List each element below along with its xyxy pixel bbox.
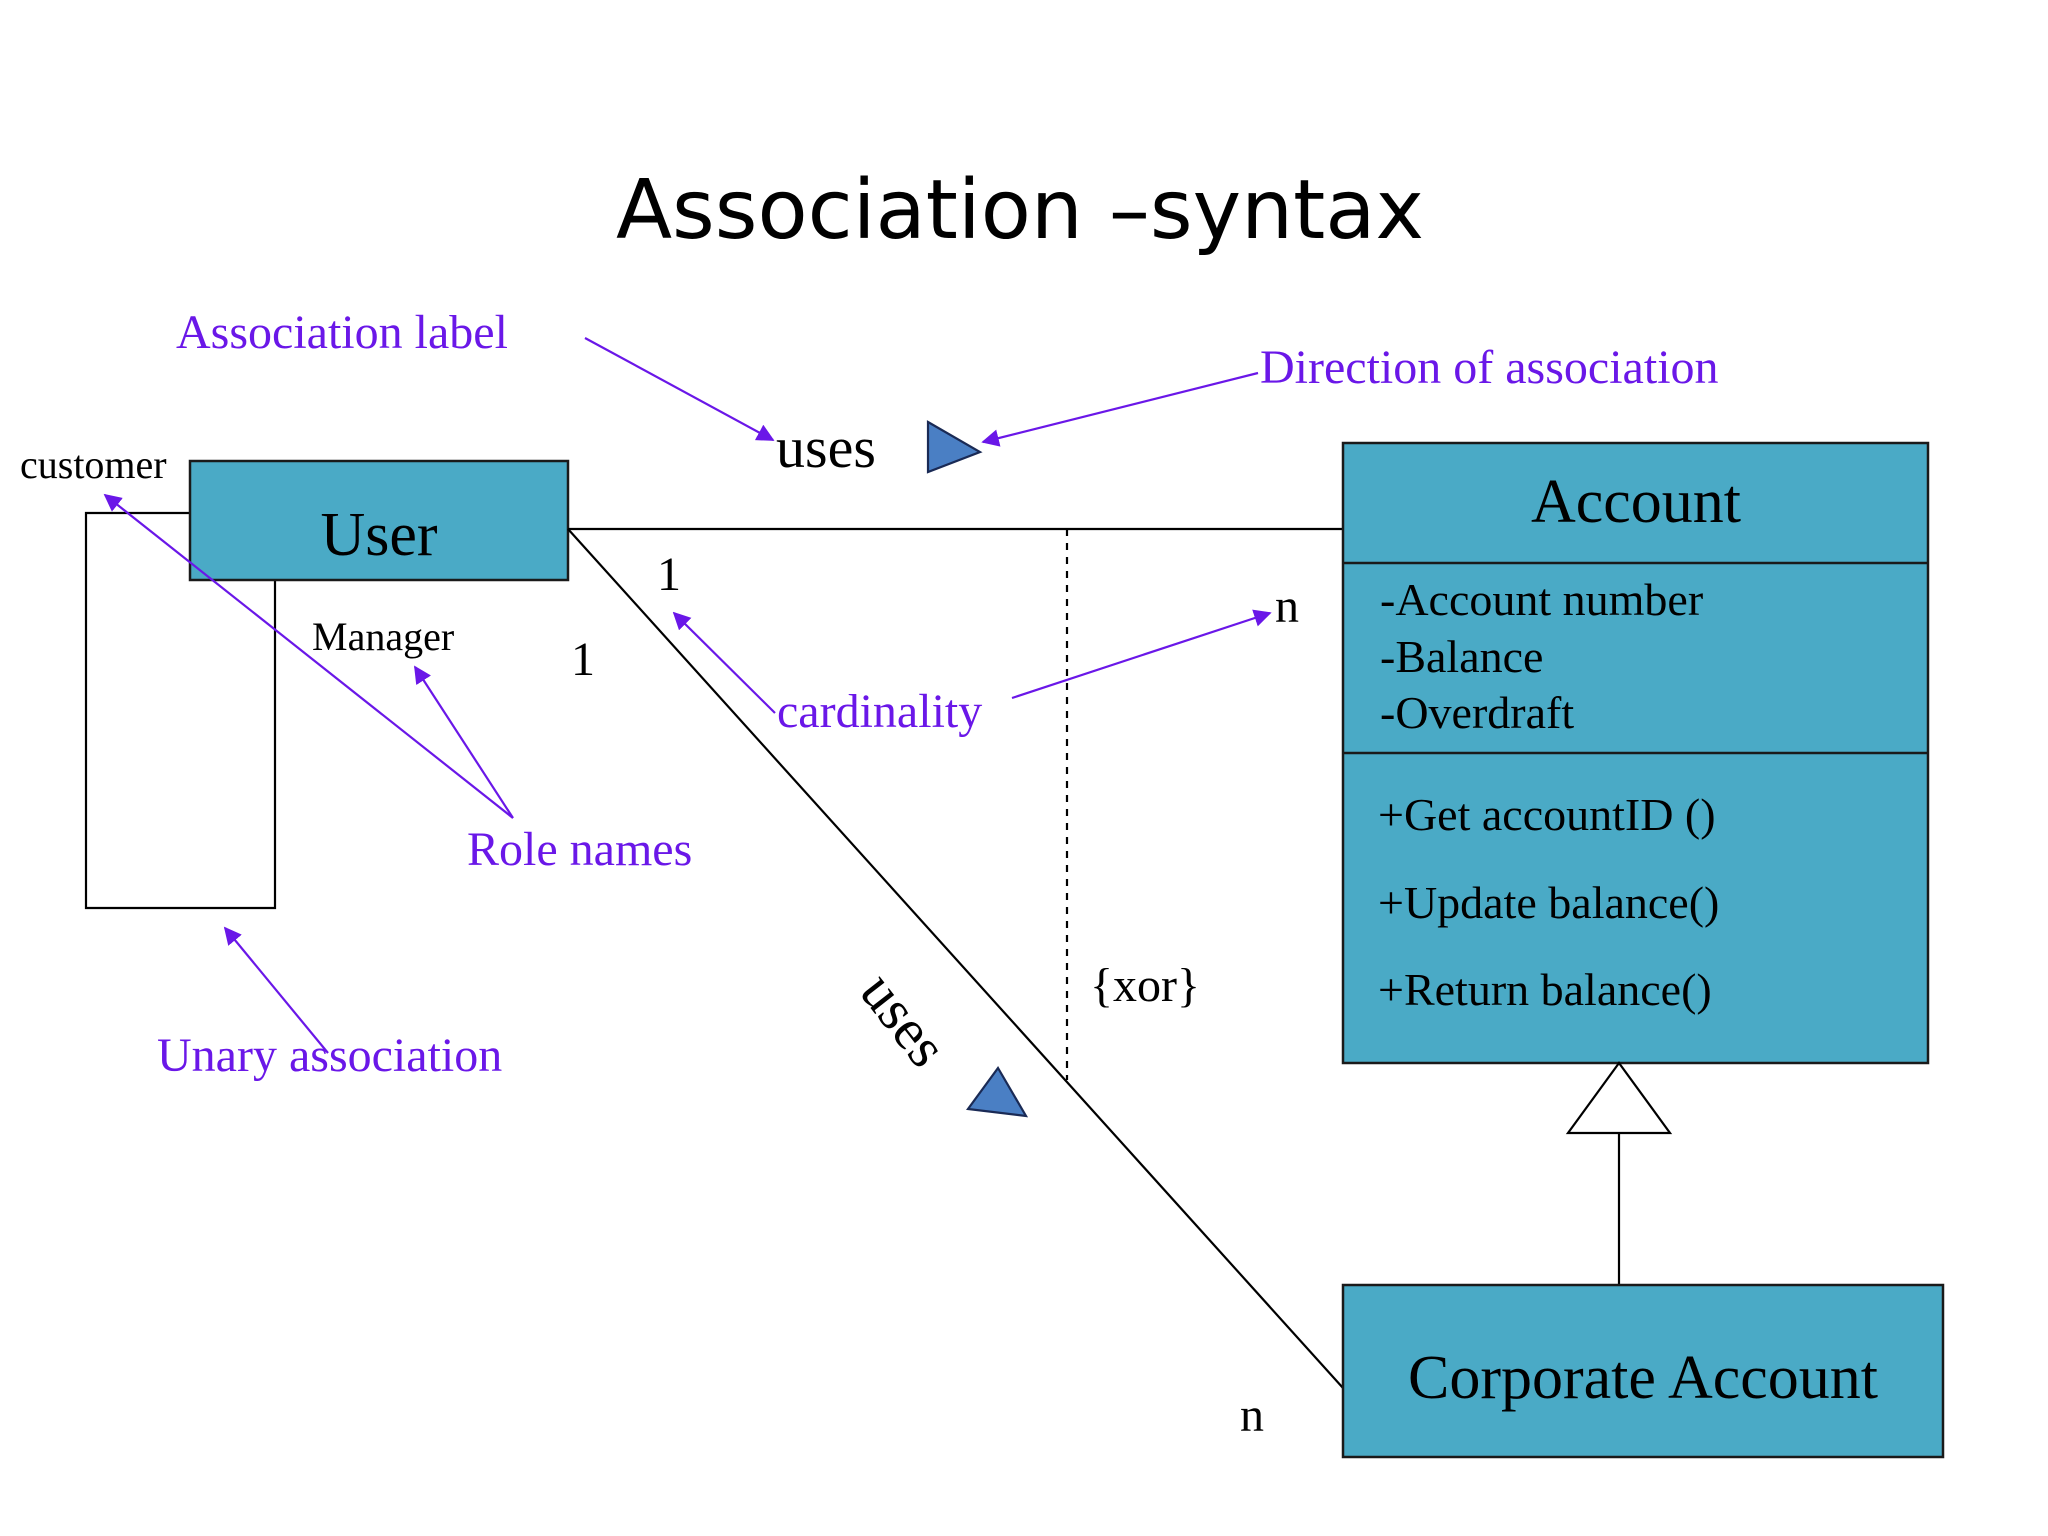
page-title: Association –syntax	[616, 163, 1424, 258]
xor-constraint-label: {xor}	[1090, 959, 1200, 1012]
cardinality-user-top: 1	[657, 548, 681, 601]
account-operation: +Update balance()	[1378, 877, 1719, 928]
generalization-arrowhead	[1565, 1061, 1673, 1135]
arrow-role-customer	[103, 493, 514, 819]
unary-association-line	[84, 511, 277, 910]
user-class-name: User	[320, 501, 437, 569]
arrow-cardinality-n	[1011, 609, 1272, 700]
role-name-customer: customer	[20, 442, 167, 487]
direction-triangle-diagonal	[966, 1065, 1029, 1118]
annotation-unary-association: Unary association	[157, 1029, 502, 1082]
class-corporate-account: Corporate Account	[1341, 1283, 1945, 1459]
cardinality-account: n	[1275, 580, 1299, 633]
association-label-top: uses	[776, 415, 876, 480]
account-operation: +Get accountID ()	[1378, 789, 1716, 840]
user-class-box	[188, 459, 570, 582]
account-attribute: -Account number	[1380, 574, 1703, 625]
arrow-unary-association	[223, 926, 329, 1054]
account-attribute: -Overdraft	[1380, 687, 1574, 738]
association-label-diagonal: uses	[848, 960, 961, 1079]
annotation-association-label: Association label	[176, 306, 508, 359]
cardinality-user-diagonal: 1	[571, 633, 595, 686]
role-name-manager: Manager	[312, 614, 454, 659]
account-attribute: -Balance	[1380, 631, 1543, 682]
class-account: Account -Account number -Balance -Overdr…	[1341, 441, 1930, 1065]
association-line-user-corporate	[567, 528, 1344, 1389]
corporate-account-class-box	[1341, 1283, 1945, 1459]
arrow-direction	[981, 371, 1259, 447]
annotation-cardinality: cardinality	[777, 685, 982, 738]
cardinality-corporate: n	[1240, 1389, 1264, 1442]
direction-triangle-top	[926, 420, 983, 474]
corporate-account-class-name: Corporate Account	[1408, 1344, 1878, 1412]
arrow-role-manager	[414, 665, 514, 819]
arrow-association-label	[584, 337, 775, 441]
annotation-role-names: Role names	[467, 823, 692, 876]
account-class-name: Account	[1531, 468, 1741, 536]
annotation-direction: Direction of association	[1260, 341, 1719, 394]
class-user: User	[188, 459, 570, 582]
account-operation: +Return balance()	[1378, 964, 1712, 1015]
arrow-cardinality-one	[672, 611, 776, 714]
